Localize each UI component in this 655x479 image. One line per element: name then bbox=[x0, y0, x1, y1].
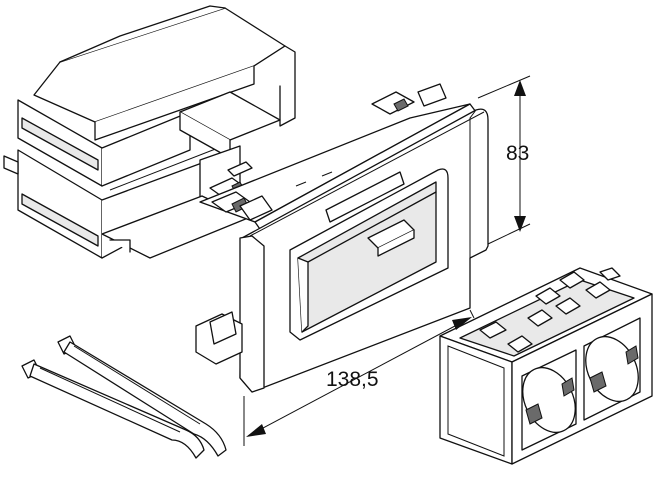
height-dimension: 83 bbox=[477, 75, 531, 245]
cover-frame bbox=[195, 83, 489, 393]
mounting-frame-cage bbox=[3, 5, 296, 259]
cable-ties bbox=[21, 335, 227, 459]
width-dimension-label: 138,5 bbox=[326, 368, 379, 391]
width-dimension: 138,5 bbox=[243, 309, 475, 446]
height-dimension-label: 83 bbox=[506, 142, 529, 165]
double-socket-insert bbox=[439, 267, 653, 465]
